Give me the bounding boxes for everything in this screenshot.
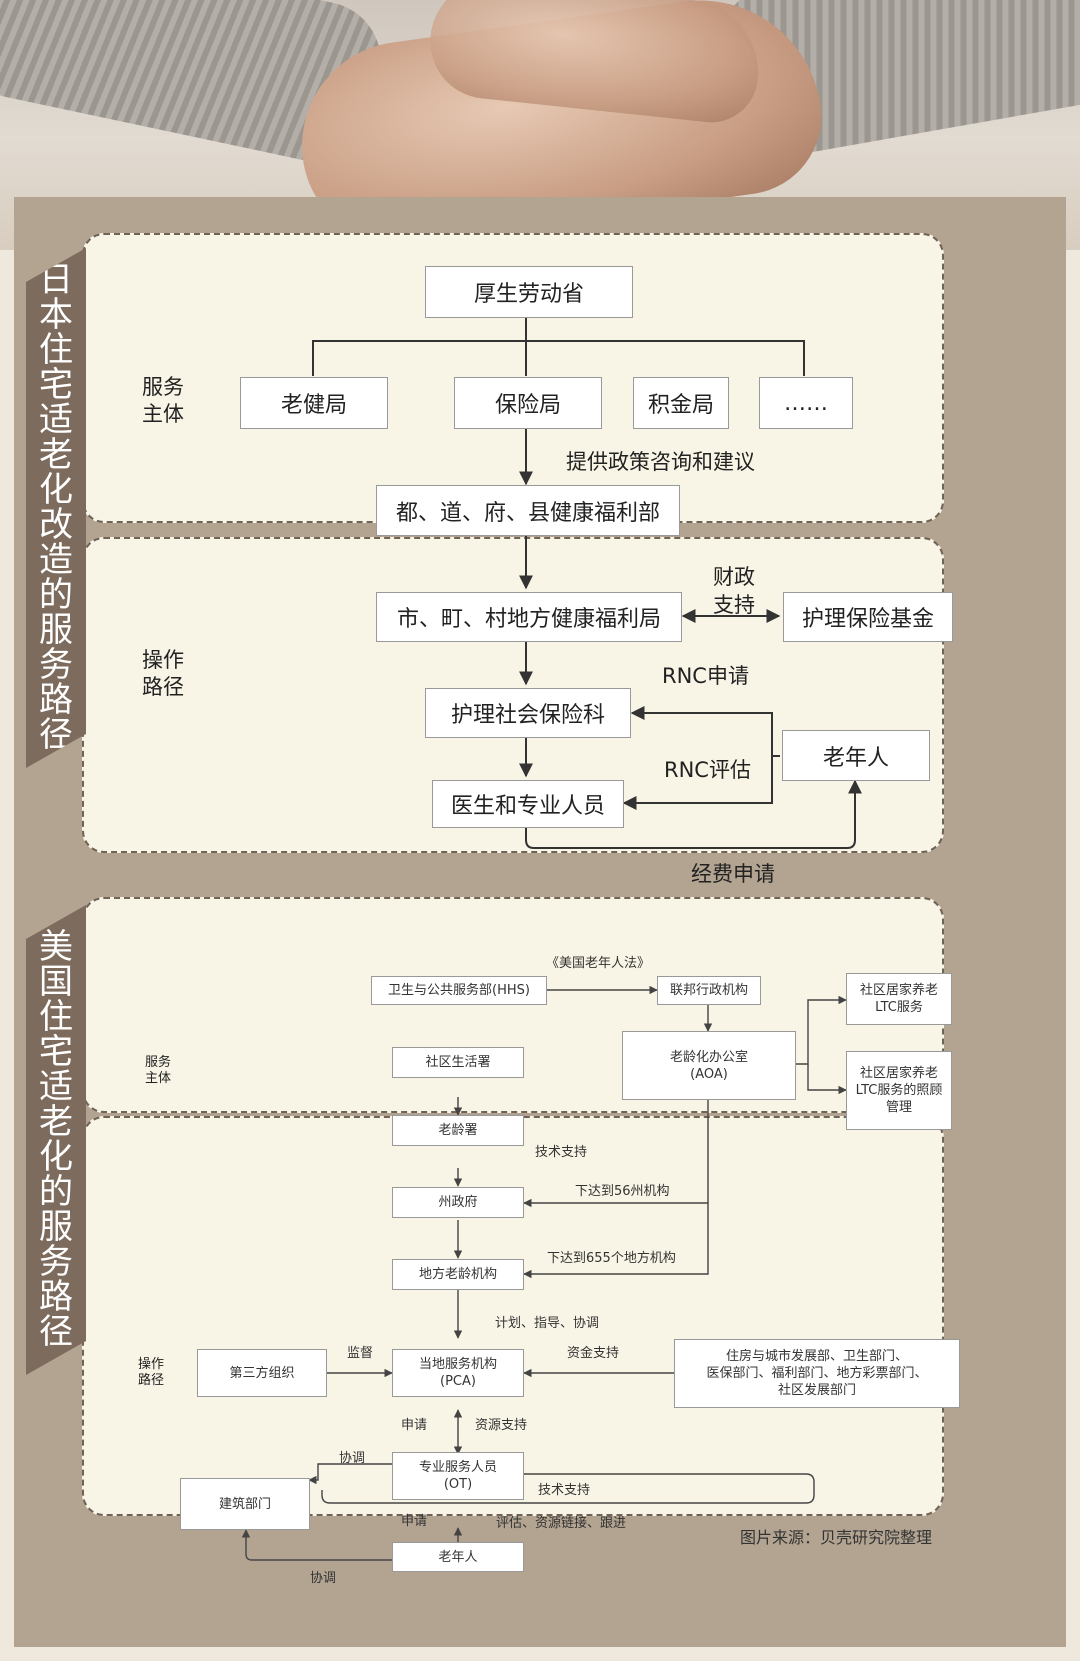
edge-rnc-eval-label: RNC评估 [664, 758, 751, 782]
node-fund: 护理保险基金 [783, 592, 953, 642]
edge-act-label: 《美国老年人法》 [546, 956, 651, 971]
node-pca: 当地服务机构 (PCA) [392, 1349, 524, 1397]
node-municipal: 市、町、村地方健康福利局 [376, 592, 682, 642]
node-insurance-section: 护理社会保险科 [425, 688, 631, 738]
node-aoa: 老龄化办公室 (AOA) [622, 1031, 796, 1100]
node-state: 州政府 [392, 1187, 524, 1218]
node-community-ltc: 社区居家养老 LTC服务 [846, 973, 952, 1025]
edge-apply1-label: 申请 [401, 1418, 428, 1433]
node-etc: …… [759, 377, 853, 429]
japan-path-label: 操作 路径 [142, 648, 184, 699]
usa-service-label: 服务 主体 [144, 1055, 171, 1086]
edge-tech-support2-label: 技术支持 [538, 1483, 591, 1498]
edge-apply2-label: 申请 [401, 1514, 428, 1529]
node-federal: 联邦行政机构 [657, 976, 761, 1005]
node-local-aging: 地方老龄机构 [392, 1259, 524, 1290]
node-aging-office: 老龄署 [392, 1115, 524, 1146]
usa-path-label: 操作 路径 [137, 1357, 164, 1388]
edge-to-655-label: 下达到655个地方机构 [547, 1251, 676, 1266]
edge-supervise-label: 监督 [347, 1346, 374, 1361]
japan-service-label: 服务 主体 [142, 375, 184, 426]
node-mhlw: 厚生劳动省 [425, 266, 633, 318]
node-elderly-us: 老年人 [392, 1542, 524, 1572]
japan-title: 日本住宅适老化改造的服务路径 [39, 260, 73, 755]
node-community-life: 社区生活署 [392, 1047, 524, 1078]
edge-evaluate-label: 评估、资源链接、跟进 [496, 1516, 627, 1531]
usa-title-tab: 美国住宅适老化的服务路径 [26, 905, 86, 1375]
node-pension-bureau: 积金局 [633, 377, 729, 429]
edge-expense-label: 经费申请 [691, 862, 775, 886]
node-hhs: 卫生与公共服务部(HHS) [371, 976, 547, 1005]
image-source: 图片来源：贝壳研究院整理 [740, 1528, 933, 1547]
edge-coordinate2-label: 协调 [310, 1571, 337, 1586]
usa-path-panel [82, 1116, 944, 1516]
node-ltc-care: 社区居家养老 LTC服务的照顾 管理 [846, 1051, 952, 1130]
node-doctors: 医生和专业人员 [432, 780, 624, 828]
node-prefecture: 都、道、府、县健康福利部 [376, 485, 680, 536]
edge-policy-label: 提供政策咨询和建议 [566, 450, 755, 474]
edge-coordinate1-label: 协调 [339, 1451, 366, 1466]
edge-plan-label: 计划、指导、协调 [495, 1316, 600, 1331]
edge-fiscal-label: 财政 支持 [713, 565, 755, 617]
node-construction: 建筑部门 [180, 1478, 310, 1530]
node-health-bureau: 老健局 [240, 377, 388, 429]
edge-to-56-label: 下达到56州机构 [575, 1184, 670, 1199]
usa-title: 美国住宅适老化的服务路径 [39, 927, 73, 1352]
node-departments: 住房与城市发展部、卫生部门、 医保部门、福利部门、地方彩票部门、 社区发展部门 [674, 1339, 960, 1408]
japan-title-tab: 日本住宅适老化改造的服务路径 [26, 248, 86, 768]
node-insurance-bureau: 保险局 [454, 377, 602, 429]
edge-fund-support-label: 资金支持 [567, 1346, 620, 1361]
node-third-party: 第三方组织 [197, 1349, 327, 1397]
edge-tech-support-label: 技术支持 [535, 1145, 588, 1160]
node-ot: 专业服务人员 (OT) [392, 1452, 524, 1500]
edge-rnc-apply-label: RNC申请 [662, 664, 749, 688]
node-elderly-jp: 老年人 [782, 730, 930, 781]
edge-resource-label: 资源支持 [475, 1418, 528, 1433]
